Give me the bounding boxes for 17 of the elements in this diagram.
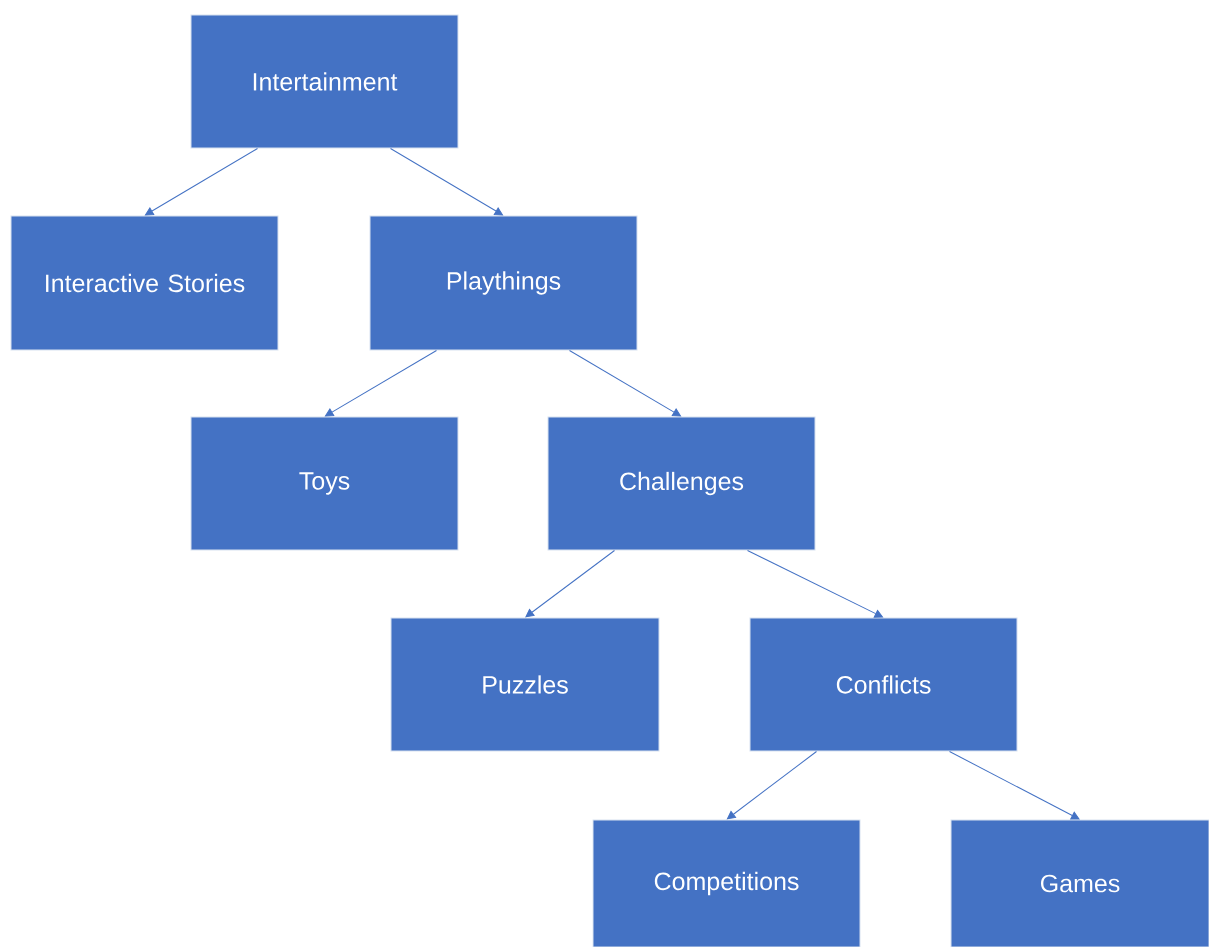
category-box: Playthings <box>369 215 638 351</box>
arrow <box>525 550 615 618</box>
category-box: Toys <box>190 416 459 551</box>
category-box: Challenges <box>547 416 816 551</box>
arrow <box>726 751 817 820</box>
category-box: Games <box>950 819 1209 947</box>
category-box: Puzzles <box>390 617 660 752</box>
arrow <box>569 350 682 417</box>
category-box: Conflicts <box>749 617 1018 752</box>
arrow <box>949 751 1080 820</box>
category-box: Competitions <box>592 819 861 947</box>
arrow <box>747 550 883 618</box>
arrow <box>390 148 504 216</box>
arrow <box>324 350 437 417</box>
arrow <box>144 148 258 216</box>
category-box: Interactive Stories <box>10 215 279 351</box>
category-box: Intertainment <box>190 14 459 149</box>
